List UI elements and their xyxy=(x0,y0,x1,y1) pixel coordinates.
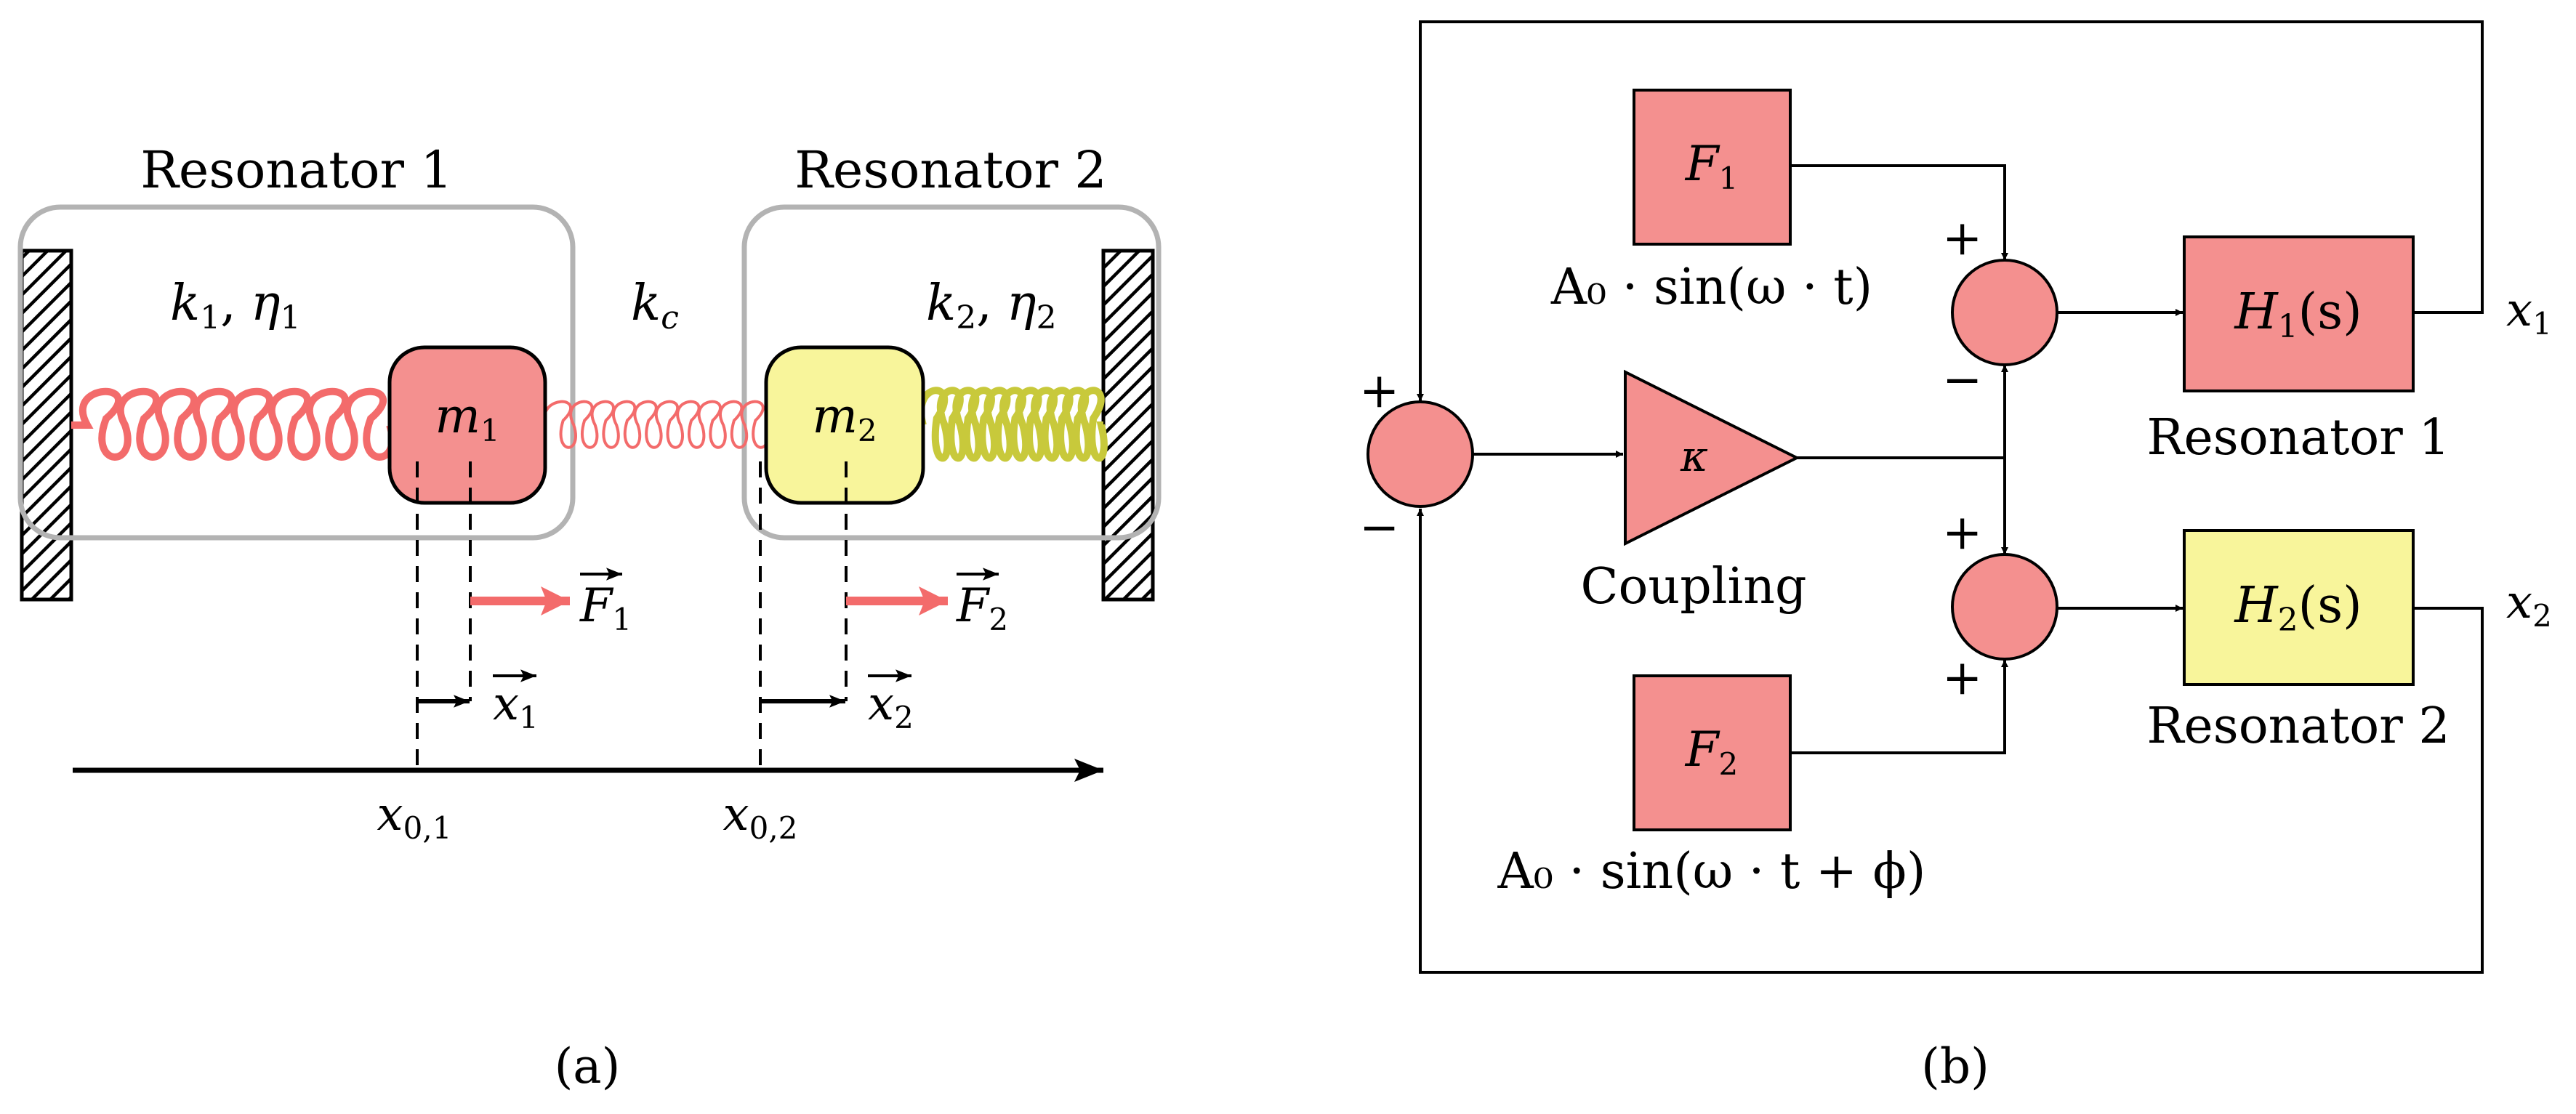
resonator-1-label: Resonator 1 xyxy=(2146,409,2450,467)
f1-symbol: F1 xyxy=(1685,136,1739,196)
force-1-label: F1 xyxy=(579,568,632,637)
force-2-label: F2 xyxy=(956,568,1008,637)
disp-1-label: x1 xyxy=(493,669,539,735)
panel-b: κ Coupling F1 A₀ · sin(ω · t) F2 A₀ · si… xyxy=(1359,20,2552,1094)
input-1-signal: A₀ · sin(ω · t) xyxy=(1550,259,1872,316)
feedback-x1-line xyxy=(1417,20,2484,401)
svg-text:F2: F2 xyxy=(956,579,1008,637)
h2-symbol: H2(s) xyxy=(2233,577,2362,639)
panel-b-caption: (b) xyxy=(1921,1038,1989,1094)
resonator-1-box xyxy=(17,204,576,541)
sign-sum2-plus-top: + xyxy=(1942,504,1982,560)
left-wall xyxy=(20,249,73,602)
coupling-gain xyxy=(1624,369,1800,546)
sign-sum2-plus-bottom: + xyxy=(1942,650,1982,706)
resonator-1-title: Resonator 1 xyxy=(140,140,453,200)
sum-junction-1 xyxy=(1951,259,2058,366)
coupling-spring xyxy=(542,400,770,449)
right-wall xyxy=(1101,249,1155,602)
mass-1-label: m1 xyxy=(435,388,499,448)
resonator-1-block xyxy=(2183,235,2415,392)
panel-a-caption: (a) xyxy=(555,1038,621,1094)
output-x2: x2 xyxy=(2506,576,2552,634)
gain-label: Coupling xyxy=(1580,558,1806,615)
h1-symbol: H1(s) xyxy=(2233,283,2362,345)
spring-2-label: k2,η2 xyxy=(926,275,1057,336)
resonator-2-box xyxy=(741,204,1162,541)
wire-f1-to-sum1 xyxy=(1790,164,2008,260)
coupling-spring-label: kc xyxy=(631,275,679,336)
sign-diff-plus: + xyxy=(1359,363,1399,419)
origin-2-label: x0,2 xyxy=(723,788,798,846)
disp-2-label: x2 xyxy=(868,669,914,735)
svg-text:x1: x1 xyxy=(493,677,539,735)
mass-2-label: m2 xyxy=(812,388,877,448)
wire-f2-to-sum2 xyxy=(1790,660,2008,754)
output-x1: x1 xyxy=(2506,283,2552,342)
gain-symbol: κ xyxy=(1680,432,1708,481)
spring-1 xyxy=(71,387,396,461)
resonator-2-block xyxy=(2183,529,2415,686)
f2-symbol: F2 xyxy=(1685,722,1739,782)
input-f2-block xyxy=(1633,674,1792,831)
input-f1-block xyxy=(1633,89,1792,246)
svg-text:F1: F1 xyxy=(579,579,632,637)
resonator-2-label: Resonator 2 xyxy=(2146,698,2450,755)
svg-text:x2: x2 xyxy=(868,677,914,735)
sign-sum1-minus: − xyxy=(1942,352,1982,408)
resonator-2-title: Resonator 2 xyxy=(794,140,1107,200)
input-2-signal: A₀ · sin(ω · t + ϕ) xyxy=(1497,843,1926,900)
feedback-x2-line xyxy=(1417,509,2484,974)
panel-a: Resonator 1 Resonator 2 k1,η1 kc k2,η2 m… xyxy=(17,140,1162,1094)
sign-diff-minus: − xyxy=(1359,499,1399,555)
sum-junction-2 xyxy=(1951,553,2058,661)
origin-1-label: x0,1 xyxy=(377,788,452,846)
sign-sum1-plus: + xyxy=(1942,210,1982,266)
spring-2 xyxy=(917,387,1108,462)
spring-1-label: k1,η1 xyxy=(170,275,301,336)
mass-1 xyxy=(387,345,547,505)
